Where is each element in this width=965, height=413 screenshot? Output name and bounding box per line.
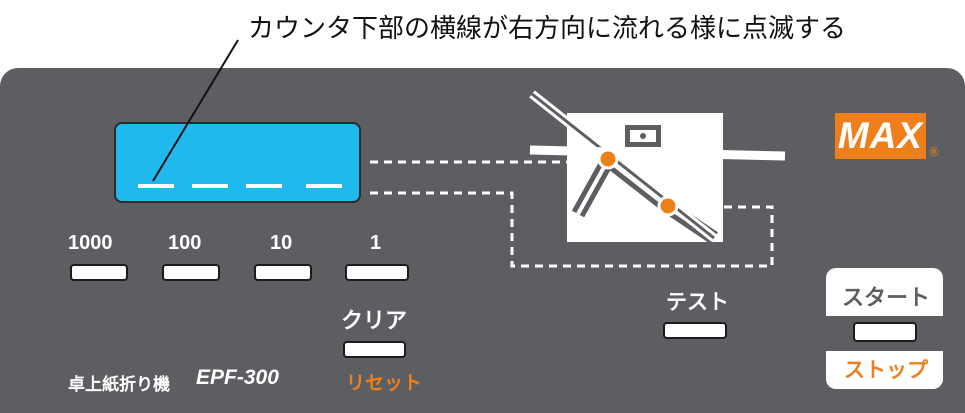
reset-label: リセット bbox=[346, 373, 423, 394]
annotation-leader-line bbox=[152, 39, 239, 182]
folding-diagram bbox=[529, 90, 786, 244]
digit-100-button[interactable] bbox=[162, 264, 220, 281]
registered-mark: ® bbox=[928, 145, 940, 159]
start-stop-button[interactable] bbox=[853, 322, 917, 342]
digit-label-10: 10 bbox=[270, 232, 293, 254]
digit-label-1000: 1000 bbox=[68, 232, 113, 254]
stop-label: ストップ bbox=[844, 359, 928, 382]
max-logo: MAX bbox=[835, 113, 926, 159]
start-stop-panel: スタート ストップ bbox=[826, 268, 943, 389]
clear-label: クリア bbox=[341, 308, 408, 333]
roller-bottom bbox=[657, 195, 679, 217]
segment-2 bbox=[192, 184, 228, 188]
annotation-caption: カウンタ下部の横線が右方向に流れる様に点滅する bbox=[248, 14, 847, 44]
test-label: テスト bbox=[666, 291, 729, 314]
counter-display bbox=[114, 122, 361, 203]
segment-4 bbox=[306, 184, 342, 188]
model-name: 卓上紙折り機 bbox=[68, 375, 170, 394]
segment-1 bbox=[138, 184, 174, 188]
digit-label-1: 1 bbox=[370, 232, 382, 254]
digit-label-100: 100 bbox=[168, 232, 202, 254]
digit-1000-button[interactable] bbox=[70, 264, 128, 281]
digit-1-button[interactable] bbox=[345, 264, 409, 281]
start-label: スタート bbox=[842, 285, 931, 310]
clear-reset-button[interactable] bbox=[343, 341, 406, 358]
segment-3 bbox=[246, 184, 282, 188]
roller-top bbox=[597, 148, 619, 170]
model-number: EPF-300 bbox=[196, 366, 279, 389]
digit-10-button[interactable] bbox=[254, 264, 312, 281]
test-button[interactable] bbox=[663, 322, 727, 339]
